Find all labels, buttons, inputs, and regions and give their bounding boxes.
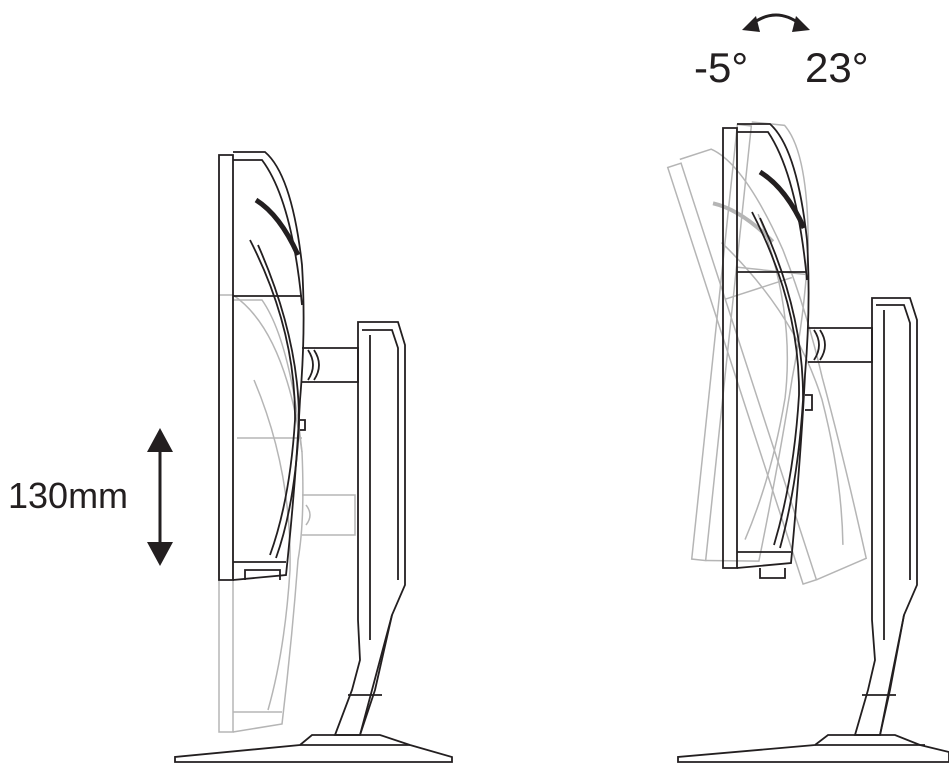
- ghost-monitor-tilted-forward: [690, 121, 809, 562]
- tilt-arrow-icon: [742, 13, 810, 32]
- stand-hinge: [302, 347, 359, 383]
- tilt-monitor-stand: [677, 297, 949, 763]
- monitor-raised: [218, 151, 306, 581]
- tilt-forward-label: -5°: [694, 44, 748, 91]
- height-adjustment-figure: 130mm: [8, 151, 453, 763]
- ghost-monitor-lowered: [218, 294, 356, 733]
- ghost-monitor-tilted-back: [666, 148, 868, 586]
- height-arrow-icon: [147, 428, 173, 566]
- monitor-stand: [174, 321, 453, 763]
- monitor-upright: [722, 123, 813, 579]
- height-adjustment-label: 130mm: [8, 475, 128, 516]
- tilt-adjustment-figure: -5° 23°: [666, 13, 949, 763]
- tilt-back-label: 23°: [805, 44, 869, 91]
